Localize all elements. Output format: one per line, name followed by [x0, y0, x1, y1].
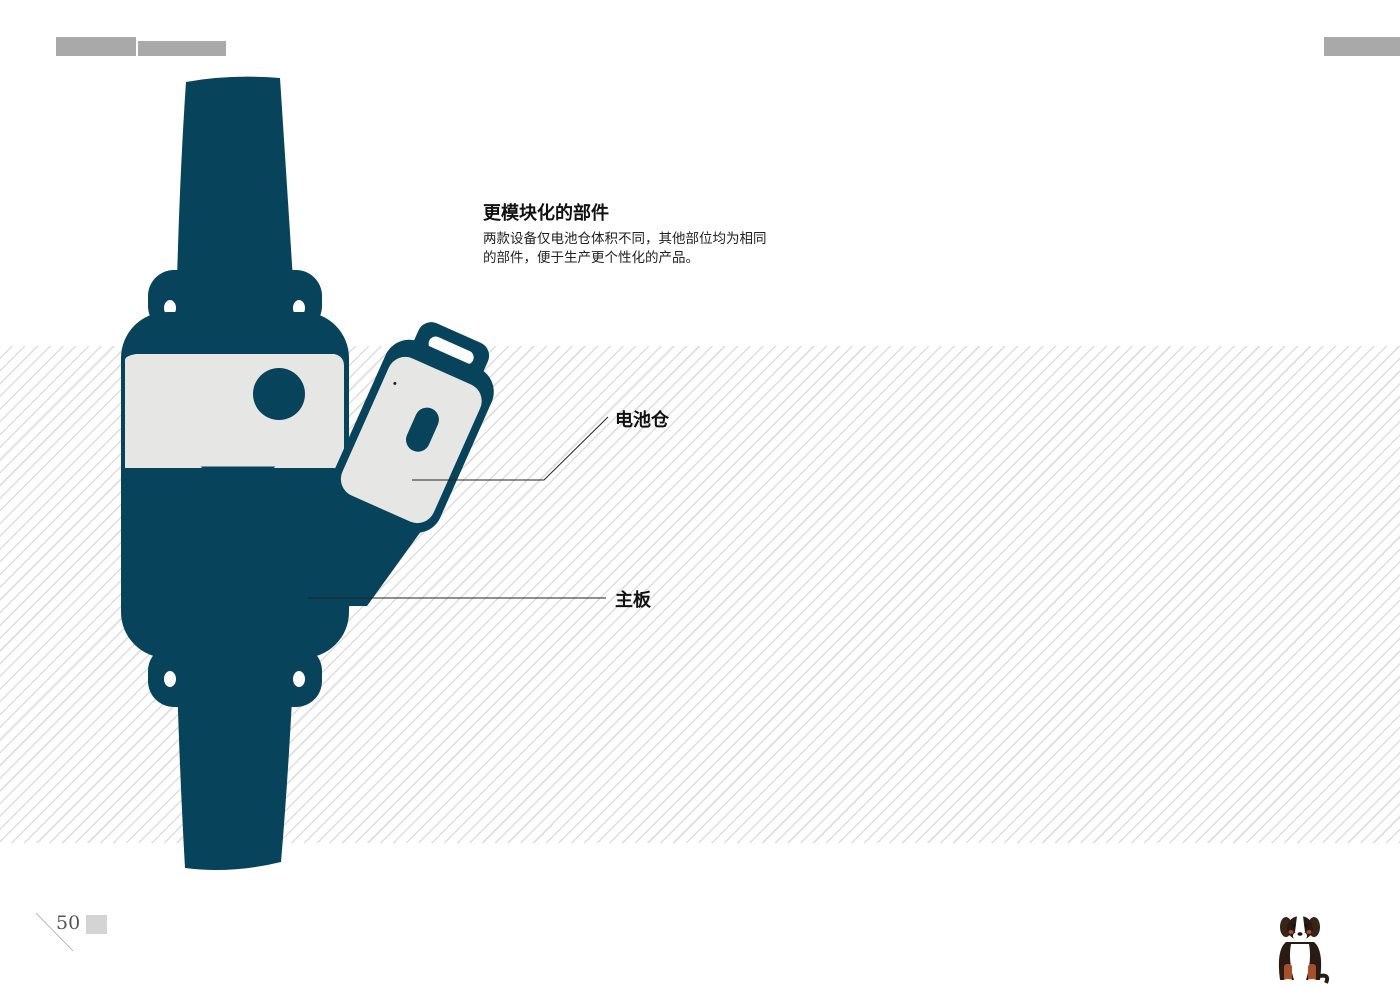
round-button — [253, 368, 305, 420]
header-bar-right — [1324, 37, 1400, 56]
header-bar-left-1 — [56, 37, 136, 56]
section-description: 两款设备仅电池仓体积不同，其他部位均为相同 的部件，便于生产更个性化的产品。 — [483, 230, 823, 268]
page-corner-line — [35, 912, 74, 952]
battery-pack — [332, 322, 494, 533]
header-bar-left-2 — [138, 41, 226, 56]
top-panel — [125, 354, 344, 468]
bottom-strap — [177, 680, 293, 870]
callout-battery: 电池仓 — [615, 410, 669, 431]
callout-mainboard: 主板 — [615, 590, 651, 611]
top-strap — [177, 76, 293, 281]
bottom-lug — [148, 645, 322, 707]
page-number-box — [86, 915, 107, 934]
description-line-2: 的部件，便于生产更个性化的产品。 — [483, 250, 699, 266]
page-number: 50 — [56, 912, 81, 934]
section-heading: 更模块化的部件 — [483, 203, 609, 224]
description-line-1: 两款设备仅电池仓体积不同，其他部位均为相同 — [483, 231, 767, 247]
battery-leader-line — [412, 416, 609, 481]
